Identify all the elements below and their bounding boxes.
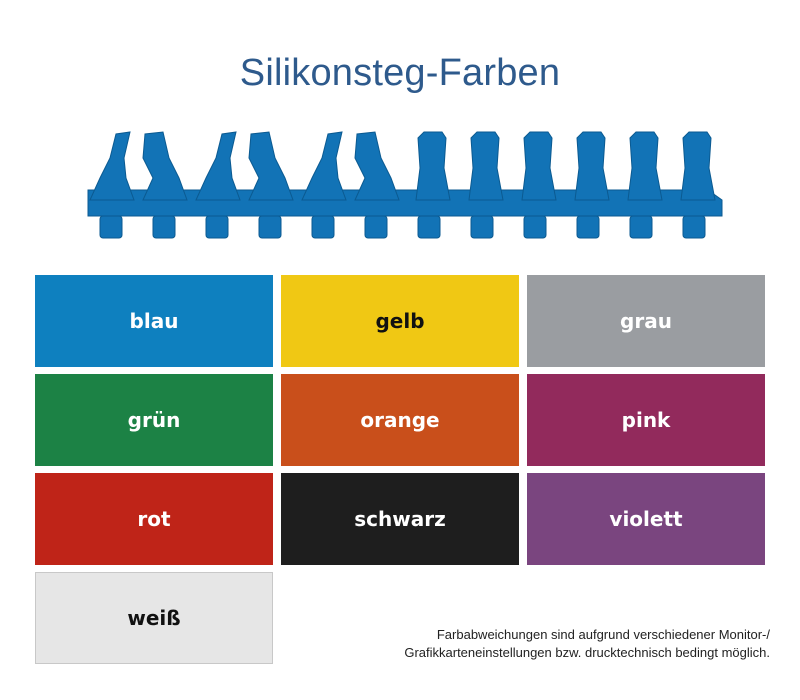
swatch-orange[interactable]: orange <box>281 374 519 466</box>
swatch-gelb[interactable]: gelb <box>281 275 519 367</box>
swatch-pink[interactable]: pink <box>527 374 765 466</box>
swatch-gruen[interactable]: grün <box>35 374 273 466</box>
color-disclaimer: Farbabweichungen sind aufgrund verschied… <box>350 626 770 662</box>
swatch-blau[interactable]: blau <box>35 275 273 367</box>
swatch-schwarz[interactable]: schwarz <box>281 473 519 565</box>
swatch-label: schwarz <box>354 507 446 531</box>
swatch-label: violett <box>609 507 683 531</box>
swatch-grau[interactable]: grau <box>527 275 765 367</box>
swatch-rot[interactable]: rot <box>35 473 273 565</box>
silicone-bar-image <box>87 131 723 239</box>
swatch-label: weiß <box>127 606 181 630</box>
swatch-violett[interactable]: violett <box>527 473 765 565</box>
swatch-weiss[interactable]: weiß <box>35 572 273 664</box>
swatch-label: pink <box>621 408 671 432</box>
swatch-label: rot <box>137 507 171 531</box>
swatch-label: blau <box>129 309 179 333</box>
disclaimer-line-1: Farbabweichungen sind aufgrund verschied… <box>436 627 770 642</box>
swatch-label: grün <box>127 408 181 432</box>
swatch-label: orange <box>360 408 440 432</box>
disclaimer-line-2: Grafikkarteneinstellungen bzw. drucktech… <box>404 645 770 660</box>
swatch-label: gelb <box>375 309 425 333</box>
swatch-label: grau <box>620 309 672 333</box>
page-title: Silikonsteg-Farben <box>239 52 561 94</box>
